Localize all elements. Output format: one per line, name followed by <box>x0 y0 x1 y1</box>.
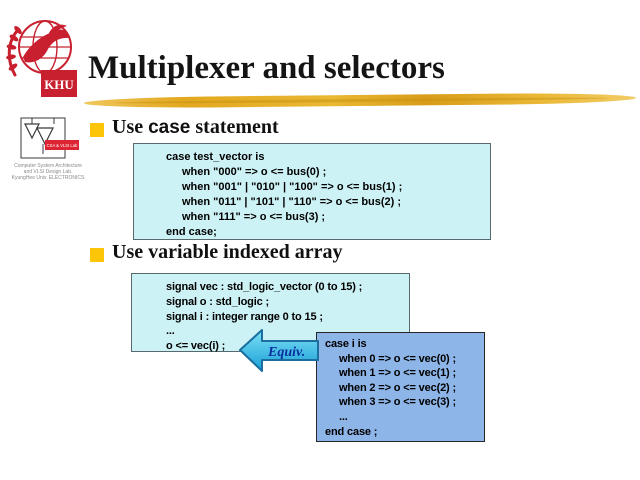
bullet1-pre: Use <box>112 116 149 138</box>
bullet-text: Use case statement <box>112 116 279 139</box>
code-line: signal vec : std_logic_vector (0 to 15) … <box>166 281 363 293</box>
lab-caption: Computer System Architecture and VLSI De… <box>6 163 90 181</box>
code-line: when "011" | "101" | "110" => o <= bus(2… <box>182 196 402 208</box>
code-line: when "001" | "010" | "100" => o <= bus(1… <box>182 181 403 193</box>
code-line: when 2 => o <= vec(2) ; <box>339 381 456 394</box>
codebox-case-i: case i is when 0 => o <= vec(0) ; when 1… <box>316 332 485 442</box>
khu-emblem-graphic: KHU <box>6 20 77 97</box>
code-line: ... <box>339 410 348 423</box>
code-line: end case ; <box>325 425 378 438</box>
bullet-item-case-statement: Use case statement <box>90 116 279 139</box>
lab-badge-text: CSA & VLSI Lab <box>47 143 78 148</box>
equiv-label: Equiv. <box>267 345 305 360</box>
lab-caption-line: KyungHee Univ. ELECTRONICS <box>11 175 85 181</box>
code-line: end case; <box>166 226 217 238</box>
mux-symbol-icon: CSA & VLSI Lab <box>20 117 79 159</box>
code-line: signal o : std_logic ; <box>166 295 270 308</box>
code-line: when 0 => o <= vec(0) ; <box>339 352 456 365</box>
code-line: when 1 => o <= vec(1) ; <box>339 367 456 380</box>
bullet-square-icon <box>90 123 104 137</box>
code-line: when "000" => o <= bus(0) ; <box>182 166 327 178</box>
code-line: when 3 => o <= vec(3) ; <box>339 396 456 409</box>
bullet1-post: statement <box>190 116 279 138</box>
title-underline-brush <box>83 92 637 109</box>
code-line: case i is <box>325 338 367 350</box>
page-title: Multiplexer and selectors <box>88 50 445 86</box>
left-block-arrow-icon: Equiv. <box>239 329 319 372</box>
lab-logo: CSA & VLSI Lab Computer System Architect… <box>6 116 90 181</box>
code-line: case test_vector is <box>166 151 265 163</box>
bullet-item-indexed-array: Use variable indexed array <box>90 241 343 264</box>
khu-university-logo: KHU <box>5 13 81 99</box>
khu-logo-text: KHU <box>44 77 74 92</box>
code-line: ... <box>166 325 175 338</box>
bullet-text: Use variable indexed array <box>112 241 343 263</box>
code-line: o <= vec(i) ; <box>166 340 226 353</box>
codebox-case-statement: case test_vector is when "000" => o <= b… <box>133 143 491 240</box>
code-line: when "111" => o <= bus(3) ; <box>182 211 326 223</box>
bullet1-keyword: case <box>148 117 191 138</box>
lab-caption-line: Computer System Architecture <box>14 163 82 169</box>
equivalence-arrow: Equiv. <box>238 328 320 374</box>
bullet-square-icon <box>90 248 104 262</box>
lab-caption-line: and VLSI Design Lab. <box>23 169 73 175</box>
code-line: signal i : integer range 0 to 15 ; <box>166 310 323 323</box>
